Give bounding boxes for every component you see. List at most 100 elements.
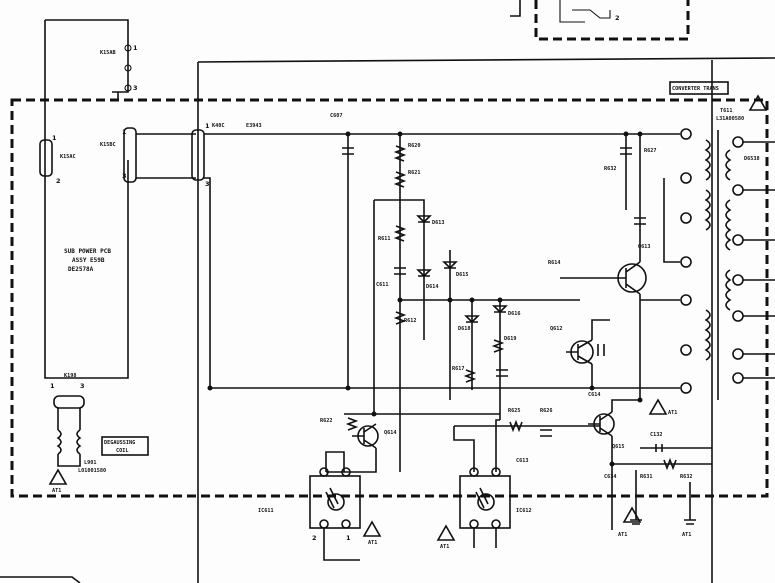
- converter-trans-label: CONVERTER TRANS: [672, 86, 719, 92]
- k198-connector: [53, 395, 85, 409]
- c613-top-symbol: [496, 369, 508, 377]
- e3943-label: E3943: [246, 123, 262, 129]
- svg-text:1: 1: [133, 44, 138, 52]
- top-right-pcb-box: [534, 0, 690, 41]
- r620-label: R620: [408, 143, 421, 149]
- k15bc-label: K15BC: [100, 142, 116, 148]
- d615-symbol: [442, 261, 458, 270]
- ic612-photocoupler: [459, 475, 511, 529]
- t611-primary-winding: [704, 139, 711, 361]
- q615-leads: [588, 411, 613, 437]
- d619-label: D619: [504, 336, 517, 342]
- top-fragment-wiring: [559, 0, 611, 23]
- r614-label: R614: [548, 260, 561, 266]
- ic612-top-wiring: [453, 426, 475, 472]
- svg-text:2: 2: [56, 177, 61, 185]
- outer-frame-top: [197, 57, 775, 63]
- c614-label: C614: [588, 392, 601, 398]
- q615-to-q613: [611, 399, 640, 412]
- d614-label: D614: [426, 284, 439, 290]
- l901-ref: L901: [84, 460, 97, 466]
- svg-text:1: 1: [205, 122, 210, 130]
- ic612-bottom-wiring: [473, 528, 497, 548]
- l901-value: L01001580: [78, 468, 106, 474]
- svg-text:1: 1: [50, 382, 55, 390]
- ati-trans-label: AT1: [668, 410, 677, 416]
- sub-power-module-outline: [44, 19, 129, 379]
- r627-symbol: [620, 147, 632, 155]
- d616-symbol: [492, 305, 508, 314]
- ground-symbol-2: [684, 482, 696, 525]
- r611-symbol: [393, 225, 407, 242]
- ic612-inner: [475, 487, 489, 509]
- sub-power-pcb-box: [10, 98, 769, 498]
- warning-triangle-ic612: [436, 524, 456, 541]
- bottom-left-frame: [0, 576, 81, 583]
- sub-power-pcb-label: SUB POWER PCB: [64, 248, 111, 255]
- t611-label: T611: [720, 108, 733, 114]
- svg-text:3: 3: [205, 180, 210, 188]
- r626-label: R626: [540, 408, 553, 414]
- c607-label: C607: [330, 113, 343, 119]
- k15ac-connector: [39, 139, 53, 177]
- t611-primary-pins: [680, 128, 692, 394]
- q615-label: Q615: [612, 444, 625, 450]
- d618-symbol: [464, 315, 480, 324]
- r622-symbol: [345, 417, 359, 431]
- r621-label: R621: [408, 170, 421, 176]
- degauss-wires: [57, 408, 81, 430]
- ic612-top-wiring-2: [495, 419, 500, 472]
- warning-triangle-t611: [748, 94, 768, 111]
- svg-text:1: 1: [122, 128, 127, 136]
- t611-secondary-pins: [732, 136, 744, 384]
- c607-symbol: [342, 147, 354, 155]
- ground-symbol-1: [630, 470, 642, 525]
- c613-label: C613: [516, 458, 529, 464]
- q613-label: Q613: [638, 244, 651, 250]
- svg-text:1: 1: [52, 134, 57, 142]
- ati-ic611-label: AT1: [368, 540, 377, 546]
- d615-label: D615: [456, 272, 469, 278]
- r627-label: R627: [644, 148, 657, 154]
- c611-symbol: [394, 267, 406, 275]
- d618-label: D618: [458, 326, 471, 332]
- warning-triangle-degauss: [48, 468, 68, 485]
- r611-label: R611: [378, 236, 391, 242]
- r625-symbol: [509, 419, 523, 433]
- k15bc-connector: [123, 127, 137, 183]
- degaussing-coil-symbol: [56, 429, 82, 455]
- r612-symbol: [393, 311, 407, 325]
- ati-ground-label-1: AT1: [618, 532, 627, 538]
- ati-ic612-label: AT1: [440, 544, 449, 550]
- r625-label: R625: [508, 408, 521, 414]
- r631-label: R631: [640, 474, 653, 480]
- r617-resistor: [491, 339, 505, 353]
- c612-cap: [597, 344, 605, 356]
- r617-symbol: [463, 369, 477, 383]
- svg-text:3: 3: [122, 172, 127, 180]
- d614-symbol: [416, 269, 432, 278]
- r631-symbol: [663, 457, 677, 471]
- c132-label: C132: [650, 432, 663, 438]
- c634-label: C634: [604, 474, 617, 480]
- r620-symbol: [393, 145, 407, 162]
- ic611-inner: [325, 487, 339, 509]
- d613-symbol: [416, 215, 432, 224]
- q612-label: Q612: [550, 326, 563, 332]
- d613-label: D613: [432, 220, 445, 226]
- ati-ground-label-2: AT1: [682, 532, 691, 538]
- c621-symbol: [634, 217, 646, 225]
- svg-text:1: 1: [346, 534, 351, 542]
- svg-text:2: 2: [615, 14, 620, 22]
- q614-leads: [352, 423, 377, 449]
- d616-label: D616: [508, 311, 521, 317]
- r622-label: R622: [320, 418, 333, 424]
- ic611-label: IC611: [258, 508, 274, 514]
- return-rail: [204, 177, 680, 389]
- q612-leads: [566, 339, 593, 365]
- degaussing-label: DEGAUSSING: [104, 440, 135, 446]
- degauss-coil-bottom: [57, 454, 81, 467]
- diode-column-wire: [374, 199, 425, 340]
- warning-triangle-ic611: [362, 520, 382, 537]
